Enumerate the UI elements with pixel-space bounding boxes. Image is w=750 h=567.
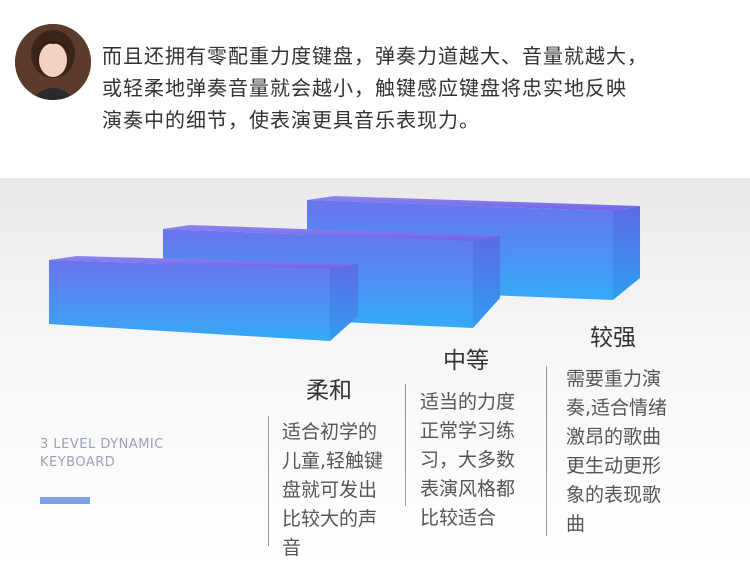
level-medium-line-5: 比较适合 (420, 507, 497, 529)
level-medium-title: 中等 (443, 348, 489, 374)
level-medium-divider (405, 384, 406, 506)
caption-line-1: 3 LEVEL DYNAMIC (40, 437, 164, 452)
avatar-photo (15, 24, 91, 100)
intro-text: 而且还拥有零配重力度键盘，弹奏力道越大、音量就越大， 或轻柔地弹奏音量就会越小，… (102, 40, 742, 136)
level-strong-line-4: 更生动更形 (566, 455, 662, 477)
level-soft-title: 柔和 (306, 378, 352, 404)
level-soft-line-5: 音 (282, 537, 302, 559)
level-soft-description: 适合初学的 儿童,轻触键 盘就可发出 比较大的声 音 (282, 418, 383, 563)
velocity-steps-illustration (49, 196, 640, 341)
level-soft-line-2: 儿童,轻触键 (282, 450, 384, 472)
accent-bar (40, 497, 90, 504)
level-medium-line-1: 适当的力度 (420, 391, 516, 413)
level-strong-line-1: 需要重力演 (566, 368, 662, 390)
level-soft-divider (268, 416, 269, 546)
level-strong-line-6: 曲 (566, 513, 586, 535)
level-medium-description: 适当的力度 正常学习练 习，大多数 表演风格都 比较适合 (420, 388, 515, 533)
dynamic-keyboard-caption: 3 LEVEL DYNAMIC KEYBOARD (40, 436, 164, 472)
level-strong-line-5: 象的表现歌 (566, 484, 662, 506)
level-strong-title: 较强 (590, 325, 636, 351)
level-medium-line-4: 表演风格都 (420, 478, 516, 500)
intro-section: 而且还拥有零配重力度键盘，弹奏力道越大、音量就越大， 或轻柔地弹奏音量就会越小，… (0, 0, 750, 178)
level-strong-line-3: 激昂的歌曲 (566, 426, 662, 448)
caption-line-2: KEYBOARD (40, 455, 116, 470)
level-soft-line-3: 盘就可发出 (282, 479, 378, 501)
level-medium-line-3: 习，大多数 (420, 449, 516, 471)
step-soft (49, 256, 358, 341)
level-soft-line-4: 比较大的声 (282, 508, 378, 530)
intro-line-3: 演奏中的细节，使表演更具音乐表现力。 (102, 108, 480, 132)
intro-line-2: 或轻柔地弹奏音量就会越小，触键感应键盘将忠实地反映 (102, 76, 627, 100)
avatar (15, 24, 91, 100)
level-strong-description: 需要重力演 奏,适合情绪 激昂的歌曲 更生动更形 象的表现歌 曲 (566, 365, 667, 539)
level-medium-line-2: 正常学习练 (420, 420, 516, 442)
level-strong-divider (546, 366, 547, 536)
intro-line-1: 而且还拥有零配重力度键盘，弹奏力道越大、音量就越大， (102, 44, 648, 68)
level-strong-line-2: 奏,适合情绪 (566, 397, 668, 419)
level-soft-line-1: 适合初学的 (282, 421, 378, 443)
